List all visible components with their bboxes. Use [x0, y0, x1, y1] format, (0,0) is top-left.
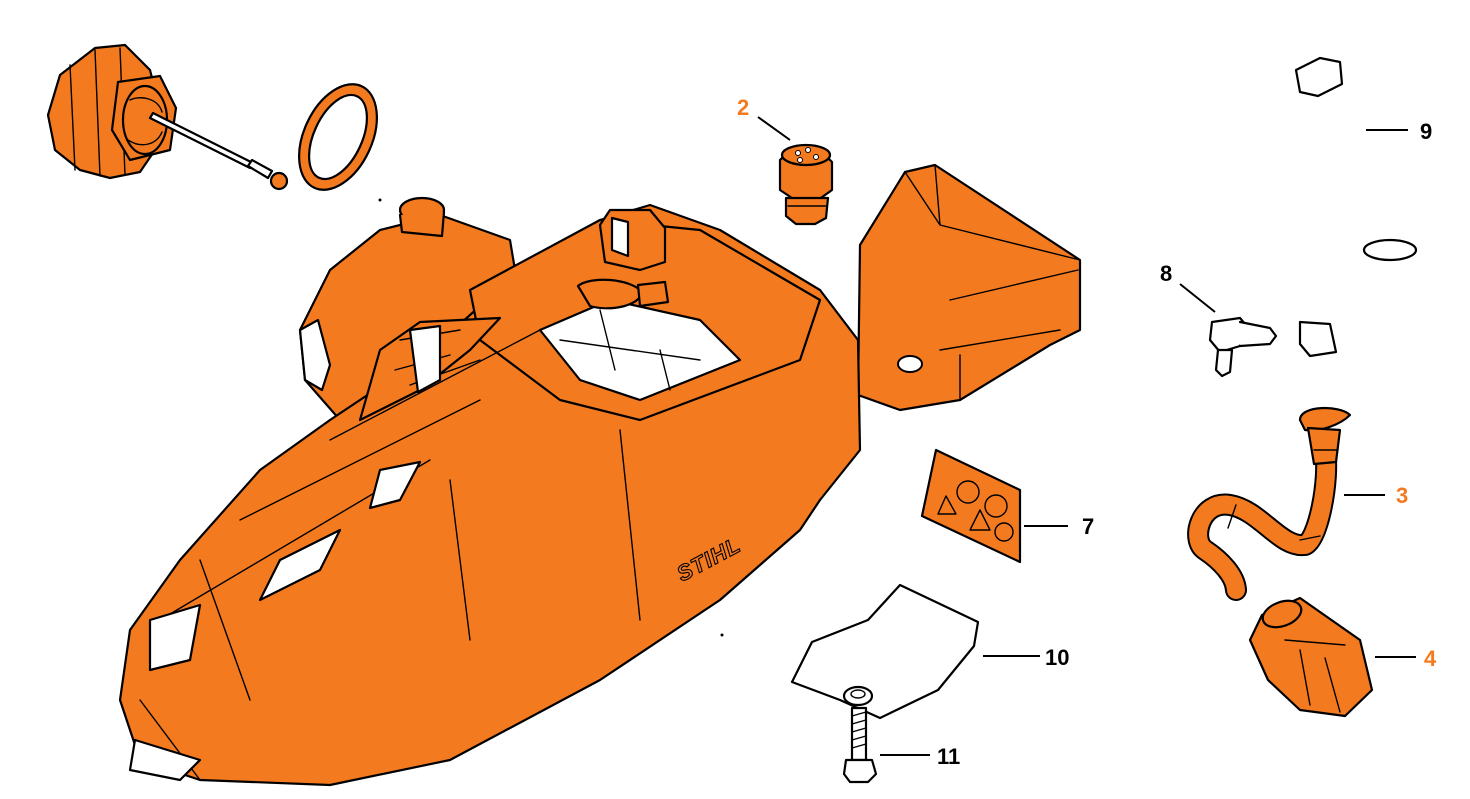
tank-housing-part[interactable]: STIHL: [118, 163, 1082, 787]
leader-line-8: [1179, 283, 1216, 313]
callout-10[interactable]: 10: [1045, 645, 1069, 670]
part-11-screw[interactable]: [842, 706, 878, 784]
stray-mark: [720, 633, 724, 637]
filler-cap-part[interactable]: [46, 43, 289, 191]
part-9-line[interactable]: [1294, 56, 1430, 359]
part-10-plate[interactable]: [790, 583, 980, 720]
callout-8[interactable]: 8: [1160, 261, 1172, 286]
part-8-elbow[interactable]: [1208, 316, 1278, 378]
part-7-label[interactable]: [920, 448, 1022, 564]
part-2-vent[interactable]: [778, 143, 834, 226]
callout-2[interactable]: 2: [737, 95, 749, 120]
callout-3[interactable]: 3: [1396, 483, 1408, 508]
part-3-hose[interactable]: [1187, 406, 1352, 601]
callout-11[interactable]: 11: [937, 744, 960, 769]
stray-mark: [378, 198, 382, 202]
callout-4[interactable]: 4: [1424, 646, 1437, 671]
leader-line-2: [757, 116, 791, 141]
o-ring-part[interactable]: [284, 72, 393, 202]
callout-7[interactable]: 7: [1082, 514, 1094, 539]
callout-9[interactable]: 9: [1420, 119, 1432, 144]
part-4-filter[interactable]: [1248, 596, 1374, 718]
